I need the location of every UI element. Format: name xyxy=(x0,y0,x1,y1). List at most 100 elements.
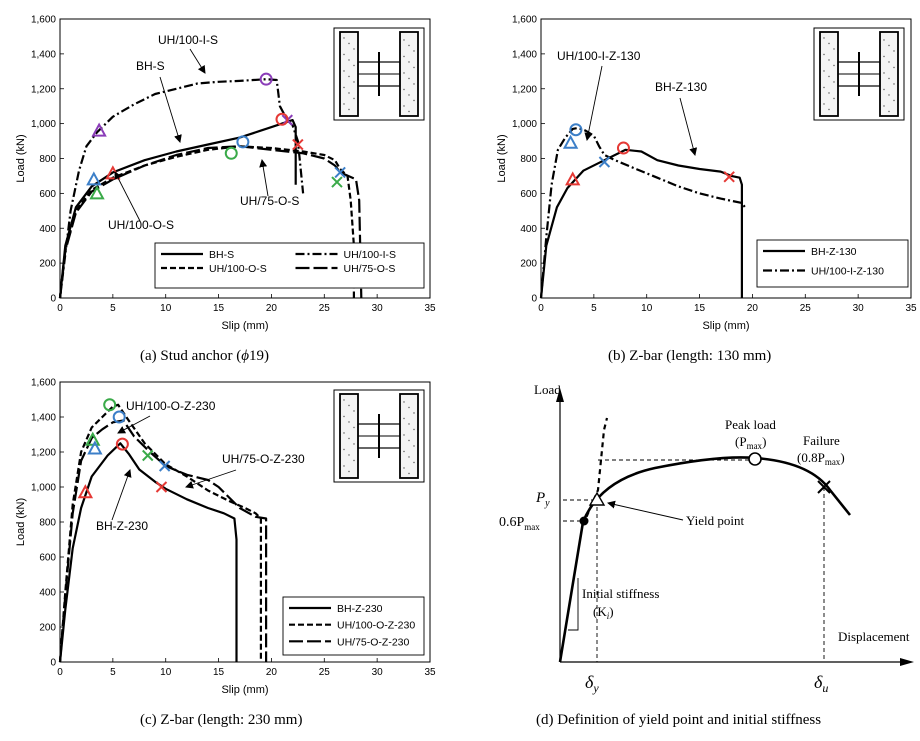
d-yield-arrow xyxy=(607,500,684,521)
inset-aggregate-dot xyxy=(343,432,345,434)
inset-aggregate-dot xyxy=(348,404,350,407)
inset-aggregate-dot xyxy=(343,86,345,89)
inset-aggregate-dot xyxy=(413,461,415,464)
curve-annotation: UH/75-O-S xyxy=(240,194,299,208)
inset-aggregate-dot xyxy=(343,70,345,72)
inset-aggregate-dot xyxy=(883,55,885,58)
inset-aggregate-dot xyxy=(823,37,825,39)
annotation-arrow xyxy=(114,171,141,222)
x-tick-label: 25 xyxy=(800,303,812,314)
inset-aggregate-dot xyxy=(408,94,410,96)
inset-aggregate-dot xyxy=(353,459,355,462)
inset-aggregate-dot xyxy=(353,81,355,83)
x-tick-label: 35 xyxy=(424,303,436,314)
y-tick-label: 1,400 xyxy=(31,49,56,60)
inset-aggregate-dot xyxy=(343,37,345,39)
inset-aggregate-dot xyxy=(408,44,410,47)
curve-annotation: UH/100-O-S xyxy=(108,218,174,232)
inset-aggregate-dot xyxy=(893,99,895,102)
inset-aggregate-dot xyxy=(348,92,350,94)
definition-diagram: Load Displacement Peak load (Pmax) Failu… xyxy=(499,382,914,695)
legend-label: UH/100-I-S xyxy=(344,249,397,261)
d-delta-y: δy xyxy=(585,672,599,695)
legend-label: BH-S xyxy=(209,249,234,261)
inset-aggregate-dot xyxy=(883,72,885,74)
inset-aggregate-dot xyxy=(343,415,345,418)
inset-aggregate-dot xyxy=(408,472,410,475)
inset-aggregate-dot xyxy=(888,110,890,113)
inset-aggregate-dot xyxy=(888,77,890,80)
inset-aggregate-dot xyxy=(883,88,885,91)
annotation-arrow xyxy=(584,65,603,141)
y-tick-label: 0 xyxy=(50,294,56,305)
x-tick-label: 25 xyxy=(319,303,331,314)
inset-aggregate-dot xyxy=(828,92,830,94)
y-tick-label: 1,400 xyxy=(31,413,56,424)
d-py-label: Py xyxy=(535,490,550,509)
inset-aggregate-dot xyxy=(348,470,350,473)
inset-aggregate-dot xyxy=(888,94,890,96)
inset-aggregate-dot xyxy=(833,64,835,67)
yield-triangle-marker xyxy=(562,134,579,149)
inset-aggregate-dot xyxy=(403,417,405,420)
inset-aggregate-dot xyxy=(403,55,405,58)
peak-circle-marker xyxy=(616,141,630,155)
inset-aggregate-dot xyxy=(353,410,355,412)
inset-aggregate-dot xyxy=(403,105,405,107)
d-axis-xlabel: Displacement xyxy=(838,629,910,644)
y-axis-label: Load (kN) xyxy=(496,134,508,182)
d-failure-label: Failure xyxy=(803,433,840,448)
inset-aggregate-dot xyxy=(343,399,345,401)
x-tick-label: 5 xyxy=(591,303,597,314)
inset-aggregate-dot xyxy=(413,412,415,414)
inset-aggregate-dot xyxy=(403,39,405,41)
inset-aggregate-dot xyxy=(403,401,405,403)
inset-aggregate-dot xyxy=(833,81,835,83)
x-tick-label: 30 xyxy=(372,667,384,678)
x-tick-label: 15 xyxy=(694,303,706,314)
inset-aggregate-dot xyxy=(413,50,415,52)
series-line-uh-75-o-z-230 xyxy=(58,419,268,663)
specimen-inset xyxy=(333,27,425,121)
inset-aggregate-dot xyxy=(348,75,350,78)
yield-triangle-marker xyxy=(89,185,105,200)
x-tick-label: 15 xyxy=(213,667,225,678)
d-tangent-line xyxy=(581,417,609,526)
failure-cross-marker xyxy=(598,156,611,168)
x-tick-label: 30 xyxy=(853,303,865,314)
inset-aggregate-dot xyxy=(348,421,350,423)
y-tick-label: 600 xyxy=(39,553,56,564)
x-tick-label: 35 xyxy=(424,667,436,678)
d-ki-label: (Ki) xyxy=(593,604,614,621)
inset-right-slab xyxy=(399,31,419,117)
legend-box xyxy=(282,596,425,656)
inset-left-slab xyxy=(339,31,359,117)
inset-aggregate-dot xyxy=(408,61,410,63)
annotation-arrow xyxy=(259,159,269,197)
inset-aggregate-dot xyxy=(883,39,885,41)
x-tick-label: 10 xyxy=(160,303,172,314)
d-stiffness-label: Initial stiffness xyxy=(582,586,659,601)
y-tick-label: 0 xyxy=(531,294,537,305)
caption-a: (a) Stud anchor (ϕ19) xyxy=(140,348,269,364)
curve-annotation: UH/100-O-Z-230 xyxy=(126,399,216,413)
peak-circle-marker xyxy=(569,123,583,137)
series-line-bh-z-130 xyxy=(539,148,743,299)
y-tick-label: 1,000 xyxy=(512,119,537,130)
inset-aggregate-dot xyxy=(828,108,830,111)
legend-label: BH-Z-130 xyxy=(811,246,857,258)
failure-cross-marker xyxy=(158,460,171,472)
x-tick-label: 0 xyxy=(57,667,63,678)
y-tick-label: 1,000 xyxy=(31,483,56,494)
annotation-arrow xyxy=(117,415,151,434)
yield-triangle-marker xyxy=(86,171,102,186)
inset-aggregate-dot xyxy=(403,467,405,469)
inset-aggregate-dot xyxy=(343,53,345,56)
inset-right-slab xyxy=(399,393,419,479)
x-tick-label: 20 xyxy=(266,303,278,314)
inset-aggregate-dot xyxy=(343,465,345,467)
x-tick-label: 5 xyxy=(110,667,116,678)
